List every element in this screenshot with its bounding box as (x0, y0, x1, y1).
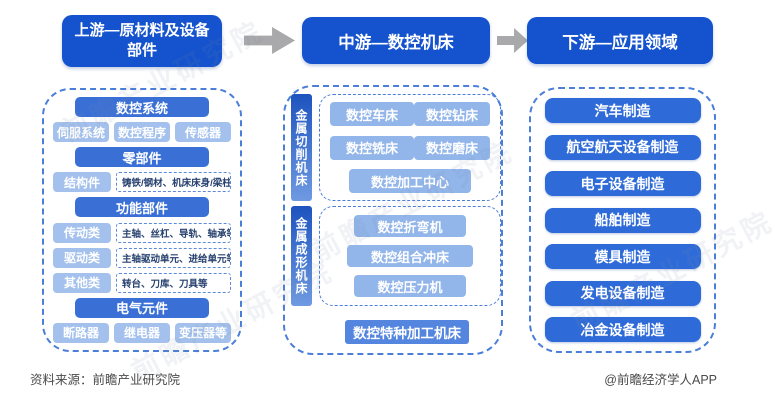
category-desc: 主轴、丝杠、导轨、轴承等 (116, 222, 231, 243)
category-desc: 主轴驱动单元、进给单元等 (116, 247, 231, 268)
upstream-item: 传感器 (175, 122, 231, 143)
upstream-item: 数控程序 (114, 122, 170, 143)
downstream-stage-header: 下游—应用领域 (527, 17, 713, 64)
midstream-stage-header: 中游—数控机床 (302, 17, 490, 64)
upstream-item: 伺服系统 (53, 122, 109, 143)
midstream-panel: 金属切削机床 数控车床 数控钻床 数控铣床 数控磨床 数控加工中心 金属成形机床… (283, 85, 503, 355)
metal-cutting-machines: 数控车床 数控钻床 数控铣床 数控磨床 数控加工中心 (319, 94, 501, 201)
functional-row: 驱动类 主轴驱动单元、进给单元等 (53, 247, 231, 268)
application-box: 模具制造 (544, 244, 701, 269)
machine-box: 数控钻床 (414, 102, 490, 126)
upstream-item: 变压器等 (175, 322, 231, 343)
functional-row: 传动类 主轴、丝杠、导轨、轴承等 (53, 222, 231, 243)
arrow-right-icon (497, 28, 528, 53)
machine-box: 数控组合冲床 (347, 245, 473, 267)
machine-box: 数控磨床 (414, 135, 490, 160)
source-label: 资料来源：前瞻产业研究院 (30, 373, 181, 387)
functional-row: 其他类 转台、刀库、刀具等 (53, 272, 231, 293)
special-machine-box: 数控特种加工机床 (345, 320, 469, 344)
machine-box: 数控折弯机 (354, 215, 466, 237)
application-box: 发电设备制造 (544, 280, 701, 306)
machine-box: 数控车床 (330, 102, 414, 126)
credit-label: @前瞻经济学人APP (604, 373, 717, 387)
components-row: 结构件 铸铁/钢材、机床床身/梁柱等 (53, 172, 231, 193)
category-label: 其他类 (53, 272, 111, 293)
application-box: 汽车制造 (544, 98, 701, 123)
section-header-functional-parts: 功能部件 (75, 197, 209, 218)
machine-box: 数控压力机 (354, 275, 466, 297)
group-vertical-label: 金属成形机床 (291, 206, 312, 306)
application-box: 冶金设备制造 (544, 317, 701, 342)
category-label: 结构件 (53, 172, 111, 193)
machine-row: 数控铣床 数控磨床 (326, 135, 494, 160)
machine-row: 数控车床 数控钻床 (326, 102, 494, 126)
section-header-components: 零部件 (75, 147, 209, 168)
upstream-stage-header: 上游—原材料及设备部件 (62, 15, 222, 67)
section-header-electrical: 电气元件 (75, 297, 209, 318)
upstream-item: 继电器 (114, 322, 170, 343)
metal-forming-group: 金属成形机床 数控折弯机 数控组合冲床 数控压力机 (291, 206, 501, 306)
machine-row: 数控加工中心 (326, 169, 494, 193)
group-vertical-label: 金属切削机床 (291, 94, 312, 201)
upstream-item: 断路器 (53, 322, 109, 343)
category-desc: 铸铁/钢材、机床床身/梁柱等 (116, 172, 231, 193)
category-desc: 转台、刀库、刀具等 (116, 272, 231, 293)
downstream-panel: 汽车制造 航空航天设备制造 电子设备制造 船舶制造 模具制造 发电设备制造 冶金… (529, 87, 716, 353)
category-label: 传动类 (53, 222, 111, 243)
metal-forming-machines: 数控折弯机 数控组合冲床 数控压力机 (319, 206, 501, 306)
metal-cutting-group: 金属切削机床 数控车床 数控钻床 数控铣床 数控磨床 数控加工中心 (291, 94, 501, 201)
application-box: 电子设备制造 (544, 171, 701, 196)
category-label: 驱动类 (53, 247, 111, 268)
upstream-panel: 数控系统 伺服系统 数控程序 传感器 零部件 结构件 铸铁/钢材、机床床身/梁柱… (42, 88, 242, 352)
application-box: 船舶制造 (544, 207, 701, 233)
arrow-right-icon (244, 27, 295, 54)
machine-box: 数控加工中心 (349, 169, 471, 193)
section-header-cnc-system: 数控系统 (75, 97, 209, 117)
machine-box: 数控铣床 (330, 135, 414, 160)
application-box: 航空航天设备制造 (544, 134, 701, 160)
cnc-system-items-row: 伺服系统 数控程序 传感器 (53, 122, 231, 143)
electrical-items-row: 断路器 继电器 变压器等 (53, 322, 231, 343)
